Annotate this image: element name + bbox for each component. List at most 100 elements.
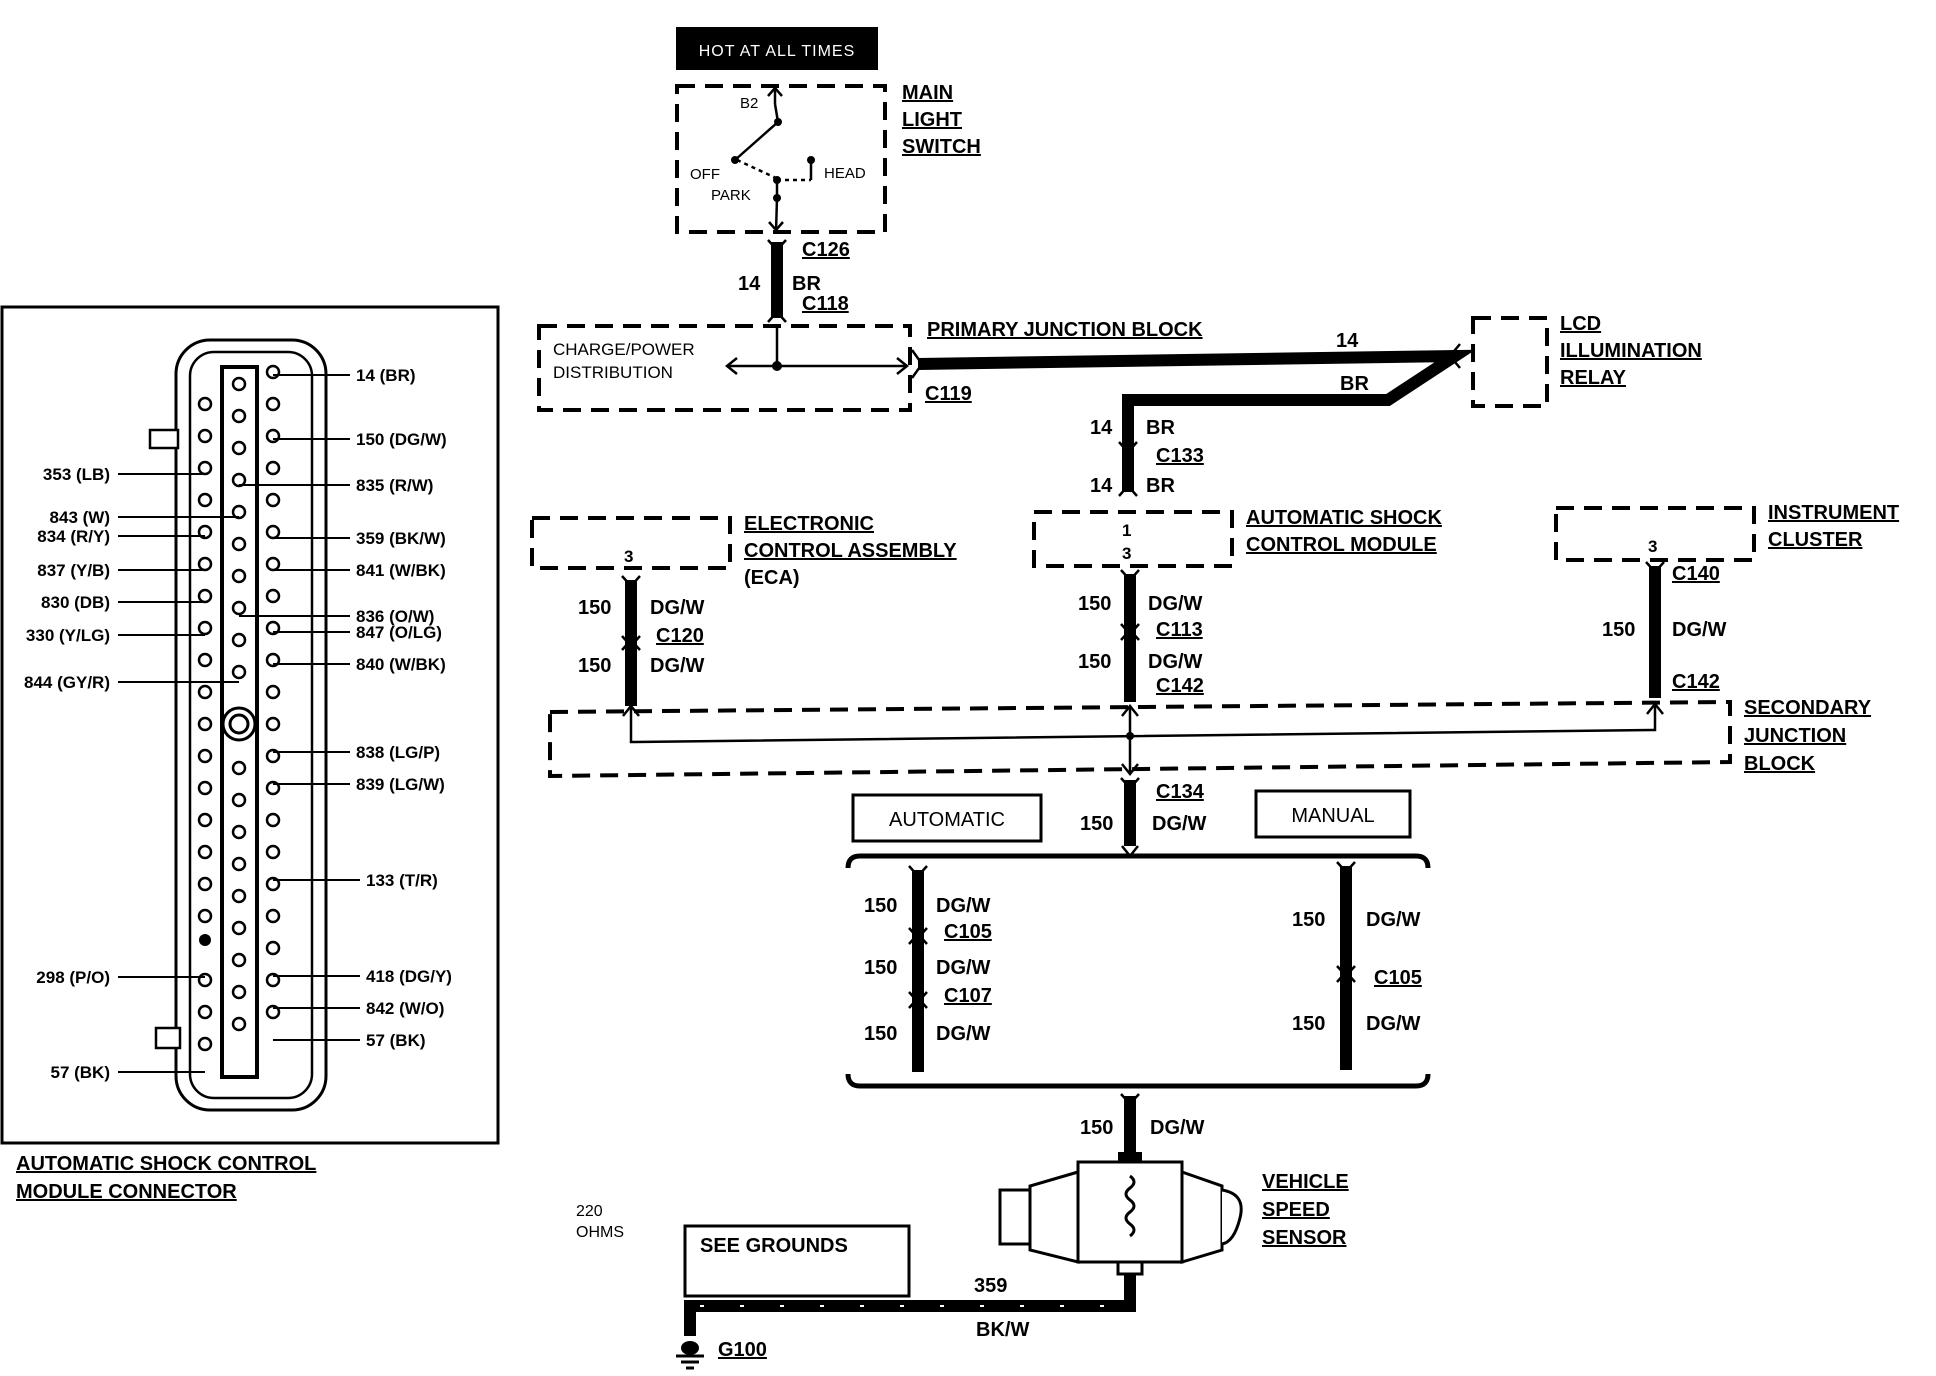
connector-c142-b: C142 (1672, 671, 1720, 693)
connector-pin-hole (197, 812, 213, 828)
pjb-distribution-bus (724, 326, 910, 375)
pjb-inner-line-1: CHARGE/POWER (553, 340, 695, 359)
connector-pin-hole (197, 492, 213, 508)
connector-left-pin-834: 834 (R/Y) (37, 527, 110, 546)
connector-left-pin-298: 298 (P/O) (36, 968, 110, 987)
wire-label-dgw-ascm-a: DG/W (1148, 593, 1203, 615)
wire-label-bkw: BK/W (976, 1319, 1029, 1341)
connector-pin-hole (231, 792, 247, 808)
connector-pin-hole (265, 588, 281, 604)
connector-caption-2: MODULE CONNECTOR (16, 1181, 237, 1203)
wire-label-150-auto-c: 150 (864, 1023, 897, 1045)
wire-label-150-auto-b: 150 (864, 957, 897, 979)
connector-c142-a: C142 (1156, 675, 1204, 697)
wire-label-dgw-cluster: DG/W (1672, 619, 1727, 641)
connector-pin-hole (197, 588, 213, 604)
lcd-relay-title-3: RELAY (1560, 367, 1627, 389)
connector-pin-hole (197, 1004, 213, 1020)
connector-pin-hole (231, 1016, 247, 1032)
connector-pin-hole (265, 556, 281, 572)
connector-pin-hole (197, 876, 213, 892)
ascm-box (1032, 510, 1234, 568)
connector-c113: C113 (1156, 619, 1203, 641)
connector-pin-hole (231, 632, 247, 648)
option-manual-box (1254, 789, 1412, 839)
wire-label-150-manual-b: 150 (1292, 1013, 1325, 1035)
wire-label-br-d: BR (1146, 475, 1175, 497)
eca-box (530, 516, 732, 570)
connector-pin-hole (265, 716, 281, 732)
primary-junction-block-box (537, 324, 912, 412)
connector-right-pin-150: 150 (DG/W) (356, 430, 447, 449)
hot-at-all-times-text: HOT AT ALL TIMES (699, 43, 856, 60)
switch-pos-head: HEAD (824, 165, 866, 182)
connector-c105-a: C105 (944, 921, 992, 943)
instrument-cluster-pin: 3 (1648, 537, 1657, 556)
connector-pin-hole (197, 460, 213, 476)
main-light-switch-title-3: SWITCH (902, 136, 981, 158)
connector-right-pin-840: 840 (W/BK) (356, 655, 446, 674)
secondary-junction-block-box (548, 699, 1732, 779)
eca-title-2: CONTROL ASSEMBLY (744, 540, 957, 562)
connector-left-pin-330: 330 (Y/LG) (26, 626, 110, 645)
wire-label-dgw-eca-b: DG/W (650, 655, 705, 677)
vss-title-3: SENSOR (1262, 1227, 1347, 1249)
see-grounds-label: SEE GROUNDS (700, 1235, 848, 1257)
vss-resistance-2: OHMS (576, 1224, 624, 1241)
pjb-title: PRIMARY JUNCTION BLOCK (927, 319, 1203, 341)
instrument-cluster-title-1: INSTRUMENT (1768, 502, 1899, 524)
main-light-switch-title-1: MAIN (902, 82, 953, 104)
connector-pin-hole (197, 844, 213, 860)
connector-caption-1: AUTOMATIC SHOCK CONTROL (16, 1153, 316, 1175)
connector-c126: C126 (802, 239, 850, 261)
connector-pin-hole (231, 600, 247, 616)
connector-right-pin-836: 836 (O/W) (356, 607, 434, 626)
ground-g100: G100 (718, 1339, 767, 1361)
wire-label-dgw-vss: DG/W (1150, 1117, 1205, 1139)
connector-pin-hole (197, 396, 213, 412)
instrument-cluster-box (1554, 506, 1756, 562)
switch-pos-off: OFF (690, 166, 720, 183)
connector-c140: C140 (1672, 563, 1720, 585)
wire-label-150-ascm-b: 150 (1078, 651, 1111, 673)
ascm-pin-3: 3 (1122, 544, 1131, 563)
wire-label-14-b: 14 (1336, 330, 1359, 352)
connector-right-pin-133: 133 (T/R) (366, 871, 438, 890)
wire-label-dgw-c134: DG/W (1152, 813, 1207, 835)
pjb-inner-line-2: DISTRIBUTION (553, 363, 673, 382)
vss-title-1: VEHICLE (1262, 1171, 1349, 1193)
connector-pin-hole (265, 428, 281, 444)
connector-left-pin-830: 830 (DB) (41, 593, 110, 612)
wire-14-br-pjb-relay (917, 349, 1476, 446)
connector-right-pin-842: 842 (W/O) (366, 999, 444, 1018)
connector-pin-hole (197, 620, 213, 636)
connector-right-pin-838: 838 (LG/P) (356, 743, 440, 762)
lcd-relay-box (1471, 316, 1549, 408)
wire-label-dgw-eca-a: DG/W (650, 597, 705, 619)
wire-label-150-ascm-a: 150 (1078, 593, 1111, 615)
eca-title-1: ELECTRONIC (744, 513, 874, 535)
eca-title-3: (ECA) (744, 567, 800, 589)
connector-pin-hole (265, 908, 281, 924)
wire-359-bkw (684, 1274, 1136, 1336)
see-grounds-box (683, 1224, 911, 1298)
connector-left-pin-57: 57 (BK) (50, 1063, 110, 1082)
connector-pin-hole (265, 524, 281, 540)
vss-title-2: SPEED (1262, 1199, 1330, 1221)
connector-pin-hole (265, 364, 281, 380)
wire-label-dgw-manual-b: DG/W (1366, 1013, 1421, 1035)
connector-pin-hole (197, 428, 213, 444)
wire-label-dgw-auto-a: DG/W (936, 895, 991, 917)
instrument-cluster-title-2: CLUSTER (1768, 529, 1863, 551)
main-light-switch-box (675, 84, 887, 234)
connector-pin-hole (197, 652, 213, 668)
vss-resistance-1: 220 (576, 1203, 603, 1220)
ascm-title-2: CONTROL MODULE (1246, 534, 1437, 556)
ascm-pin-1: 1 (1122, 521, 1131, 540)
option-splice-bottom (845, 1073, 1431, 1089)
option-splice-top (845, 853, 1431, 869)
connector-right-pin-418: 418 (DG/Y) (366, 967, 452, 986)
connector-pin-hole (231, 920, 247, 936)
connector-right-pin-847: 847 (O/LG) (356, 623, 442, 642)
